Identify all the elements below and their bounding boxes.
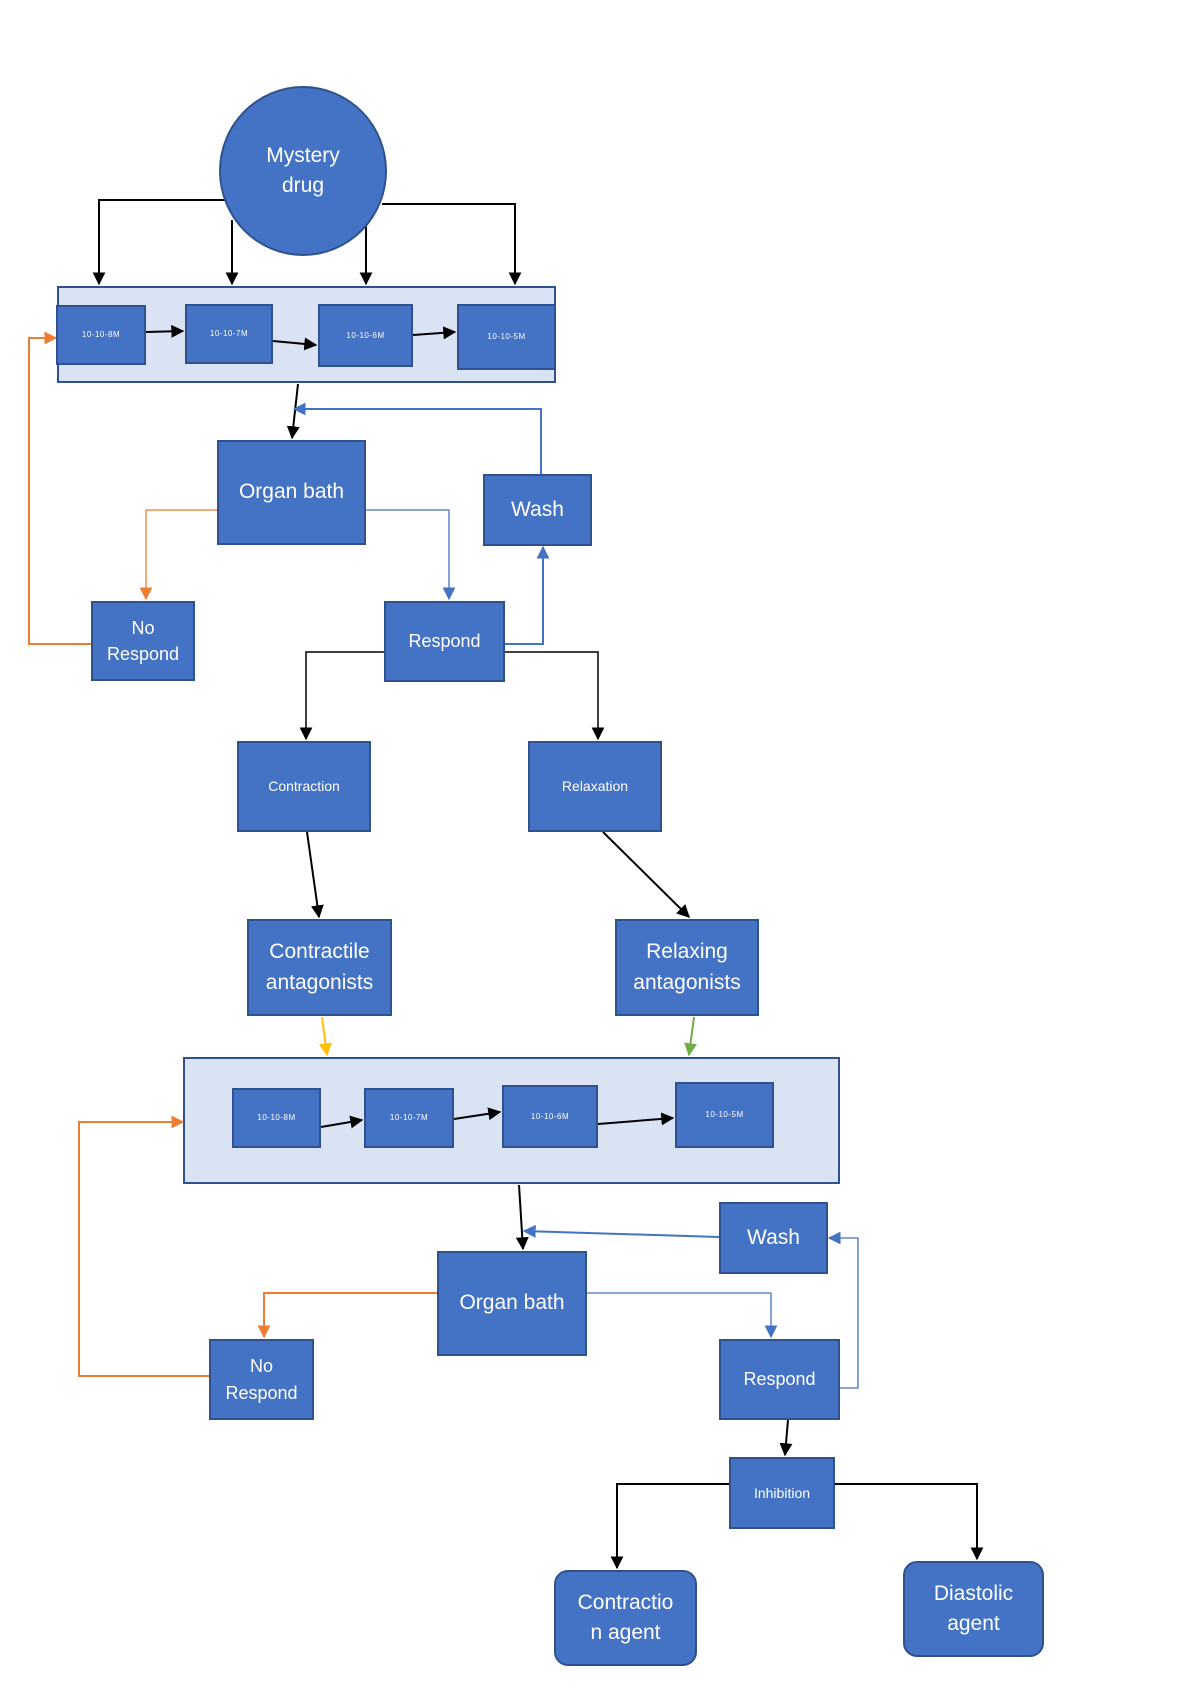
organ-bath-node-2[interactable]: Organ bath — [437, 1251, 587, 1356]
top-concentration-step-3[interactable]: 10-10-6M — [318, 304, 413, 367]
mystery-drug-node[interactable]: Mystery drug — [219, 86, 387, 256]
edge-top-step2-to-step3 — [272, 337, 318, 351]
inhibition-node[interactable]: Inhibition — [729, 1457, 835, 1529]
edge-relaxing-antagonists-to-group — [684, 1016, 697, 1057]
respond-node-1[interactable]: Respond — [384, 601, 505, 682]
edge-no-respond1-to-top-group — [28, 331, 91, 645]
edge-organ-bath1-to-no-respond1 — [139, 509, 217, 601]
wash-node-2[interactable]: Wash — [719, 1202, 828, 1274]
edge-wash1-to-organ-bath — [292, 402, 542, 474]
edge-respond1-to-relaxation — [505, 651, 605, 741]
bottom-concentration-step-4[interactable]: 10-10-5M — [675, 1082, 774, 1148]
edge-bottom-step3-to-step4 — [597, 1112, 675, 1126]
edge-drug-to-step1 — [92, 199, 225, 286]
edge-contractile-antagonists-to-group — [319, 1016, 332, 1057]
top-concentration-step-4[interactable]: 10-10-5M — [457, 304, 556, 370]
edge-no-respond2-to-bottom-group — [78, 1115, 209, 1377]
diastolic-agent-node[interactable]: Diastolic agent — [903, 1561, 1044, 1657]
edge-inhibition-to-diastolic-agent — [835, 1483, 984, 1561]
top-concentration-step-1[interactable]: 10-10-8M — [56, 305, 146, 365]
contractile-antagonists-node[interactable]: Contractile antagonists — [247, 919, 392, 1016]
no-respond-node-2[interactable]: No Respond — [209, 1339, 314, 1420]
edge-bottom-step1-to-step2 — [320, 1115, 364, 1129]
top-concentration-step-2[interactable]: 10-10-7M — [185, 304, 273, 364]
bottom-concentration-step-3[interactable]: 10-10-6M — [502, 1085, 598, 1148]
no-respond-node-1[interactable]: No Respond — [91, 601, 195, 681]
edge-organ-bath2-to-respond2 — [587, 1292, 778, 1339]
respond-node-2[interactable]: Respond — [719, 1339, 840, 1420]
edge-respond2-to-wash2 — [827, 1231, 859, 1389]
edge-top-step1-to-step2 — [145, 324, 185, 338]
edge-contraction-to-antagonists — [306, 831, 324, 919]
wash-node-1[interactable]: Wash — [483, 474, 592, 546]
organ-bath-node-1[interactable]: Organ bath — [217, 440, 366, 545]
edge-respond2-to-inhibition — [779, 1419, 793, 1457]
relaxation-node[interactable]: Relaxation — [528, 741, 662, 832]
relaxing-antagonists-node[interactable]: Relaxing antagonists — [615, 919, 759, 1016]
contraction-agent-node[interactable]: Contractio n agent — [554, 1570, 697, 1666]
edge-organ-bath2-to-no-respond2 — [257, 1292, 437, 1339]
edge-respond1-to-contraction — [299, 651, 384, 741]
edge-top-step3-to-step4 — [412, 326, 457, 340]
edge-wash2-to-organ-bath2 — [522, 1224, 720, 1238]
contraction-node[interactable]: Contraction — [237, 741, 371, 832]
edge-relaxation-to-antagonists — [602, 831, 690, 918]
bottom-concentration-step-2[interactable]: 10-10-7M — [364, 1088, 454, 1148]
edge-inhibition-to-contraction-agent — [610, 1483, 729, 1570]
edge-bottom-group-to-organ-bath2 — [515, 1184, 529, 1251]
bottom-concentration-step-1[interactable]: 10-10-8M — [232, 1088, 321, 1148]
edge-organ-bath1-to-respond1 — [366, 509, 456, 601]
edge-respond1-to-wash1 — [505, 545, 550, 645]
edge-top-group-to-organ-bath — [286, 383, 300, 440]
edge-bottom-step2-to-step3 — [453, 1107, 502, 1121]
edge-drug-to-step4 — [382, 203, 522, 286]
